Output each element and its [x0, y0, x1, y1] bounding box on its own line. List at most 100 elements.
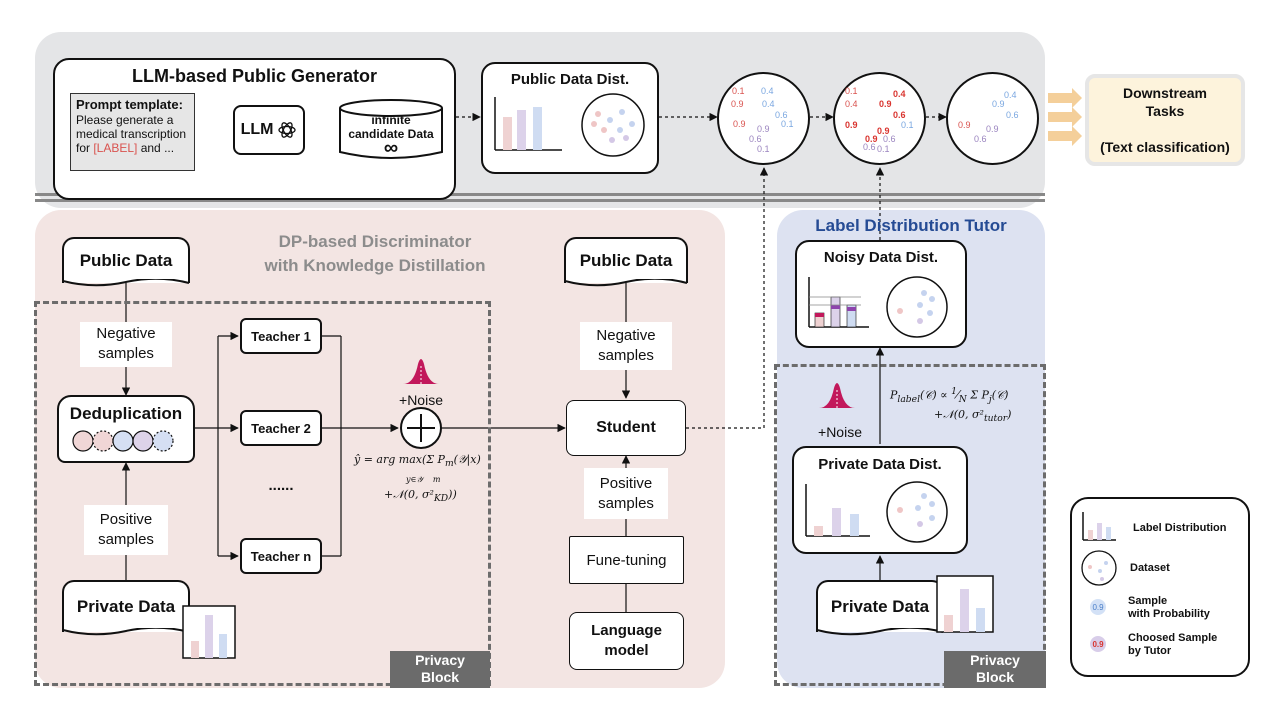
- negative-samples-label-right: [580, 322, 672, 370]
- teacher-1-box: Teacher 1: [240, 318, 322, 354]
- sample-probability-label: 0.9: [733, 119, 746, 129]
- candidate-line-2: candidate Data: [348, 127, 434, 141]
- public-data-doc-wave-left: [62, 279, 190, 287]
- kd-formula: ŷ = arg max(Σ Pm(𝒴|x) y∈𝒴 m +𝒩(0, σ²KD)): [354, 453, 481, 505]
- public-data-label-right: Public Data: [579, 251, 673, 270]
- llm-label: LLM: [240, 121, 274, 138]
- noisy-data-dist-chart: [808, 277, 869, 328]
- teacher-2-box: Teacher 2: [240, 410, 322, 446]
- sample-probability-label: 0.9: [877, 126, 890, 136]
- sample-probability-label: 0.9: [757, 124, 770, 134]
- teacher-1-label: Teacher 1: [251, 328, 311, 344]
- sample-probability-label: 0.1: [901, 120, 914, 130]
- prompt-template-box: Prompt template: Please generate a medic…: [70, 93, 195, 171]
- noisy-data-dist-title: Noisy Data Dist.: [823, 249, 939, 266]
- generator-title: LLM-based Public Generator: [131, 66, 378, 86]
- sample-probability-label: 0.6: [974, 134, 987, 144]
- sample-probability-label: 0.9: [865, 134, 878, 144]
- sample-probability-label: 0.9: [992, 99, 1005, 109]
- negative-samples-label-left: [80, 322, 172, 367]
- dp-title-line-1: DP-based Discriminator: [278, 232, 472, 251]
- public-data-dataset-icon: [581, 93, 645, 157]
- tutor-formula: Plabel(𝒞) ∝ 1⁄N Σ Pj(𝒞) +𝒩(0, σ²tutor): [890, 386, 1012, 425]
- negative-samples-text-left: Negative samples: [96, 325, 156, 362]
- teacher-n-label: Teacher n: [250, 548, 312, 564]
- selected-samples-circle: [946, 72, 1039, 165]
- sample-probability-label: 0.9: [731, 99, 744, 109]
- student-label: Student: [596, 419, 656, 436]
- gaussian-noise-icon: [403, 359, 439, 384]
- sample-probability-label: 0.6: [1006, 110, 1019, 120]
- private-data-dist-chart: [805, 484, 870, 537]
- dp-noise-label: +Noise: [399, 392, 443, 408]
- dp-title-line-2: with Knowledge Distillation: [264, 256, 486, 275]
- positive-samples-text-left: Positive samples: [98, 511, 154, 548]
- legend-chosen-text: Choosed Sample by Tutor: [1128, 632, 1218, 657]
- legend-label-dist-text: Label Distribution: [1133, 522, 1227, 534]
- sample-probability-label: 0.1: [732, 86, 745, 96]
- fine-tuning-box: Fune-tuning: [569, 536, 684, 584]
- legend-sample-value: 0.9: [1092, 603, 1104, 612]
- tutor-privacy-block-label: Privacy Block: [944, 651, 1046, 688]
- public-data-doc-wave-right: [564, 279, 688, 287]
- sample-probability-label: 0.6: [863, 142, 876, 152]
- prompt-label-placeholder: [LABEL]: [93, 141, 138, 155]
- sample-probability-label: 0.4: [845, 99, 858, 109]
- private-data-dataset-icon: [886, 481, 948, 543]
- openai-logo-icon: [278, 122, 297, 138]
- separator-line: [35, 193, 1045, 196]
- sample-probability-label: 0.4: [761, 86, 774, 96]
- infinity-symbol: ∞: [383, 137, 399, 159]
- legend-label-dist-icon: [1082, 512, 1116, 541]
- positive-samples-label-left: [84, 505, 168, 555]
- tutor-privacy-block-border: [774, 364, 1046, 686]
- legend-sample-text: Sample with Probability: [1128, 595, 1210, 620]
- llm-box: LLM: [233, 105, 305, 155]
- downstream-line-2: Tasks: [1145, 103, 1185, 119]
- private-data-dist-title: Private Data Dist.: [818, 456, 942, 473]
- teacher-ellipsis: ......: [268, 477, 294, 494]
- prompt-title: Prompt template:: [76, 97, 183, 112]
- dp-privacy-block-border: [34, 301, 491, 686]
- noisy-data-dataset-icon: [886, 276, 948, 338]
- sample-probability-label: 0.4: [1004, 90, 1017, 100]
- sample-probability-label: 0.1: [781, 119, 794, 129]
- sample-probability-label: 0.9: [958, 120, 971, 130]
- private-data-label-right: Private Data: [830, 597, 930, 616]
- positive-samples-label-right: [584, 468, 668, 519]
- private-data-doc-right: Private Data: [816, 580, 944, 632]
- private-data-dist-chart-left: [182, 605, 236, 659]
- dp-privacy-block-label: Privacy Block: [390, 651, 490, 688]
- sample-probability-label: 0.9: [879, 99, 892, 109]
- public-data-dist-chart: [494, 97, 562, 151]
- sample-probability-label: 0.4: [762, 99, 775, 109]
- private-data-label-left: Private Data: [76, 597, 176, 616]
- downstream-tasks-box: [1085, 74, 1245, 166]
- teacher-n-box: Teacher n: [240, 538, 322, 574]
- legend-dataset-icon: [1081, 550, 1117, 586]
- deduplication-label: Deduplication: [69, 404, 183, 423]
- sample-probability-label: 0.6: [893, 110, 906, 120]
- negative-samples-text-right: Negative samples: [596, 327, 656, 364]
- private-data-doc-wave-left: [62, 628, 190, 636]
- prompt-line-3a: for: [76, 141, 94, 155]
- language-model-label: Language model: [591, 622, 662, 659]
- private-data-dist-chart-right: [936, 575, 994, 633]
- sample-probability-label: 0.1: [757, 144, 770, 154]
- public-data-dist-title: Public Data Dist.: [510, 71, 630, 88]
- prompt-line-3b: and ...: [137, 141, 175, 155]
- language-model-box: Language model: [569, 612, 684, 670]
- downstream-line-3: (Text classification): [1100, 139, 1230, 155]
- sample-probability-label: 0.1: [877, 144, 890, 154]
- sample-probability-label: 0.4: [893, 89, 906, 99]
- tutor-scored-samples-circle: [833, 72, 926, 165]
- public-data-doc-left: Public Data: [62, 237, 190, 283]
- sample-probability-label: 0.1: [845, 86, 858, 96]
- candidate-data-database-icon: [339, 99, 443, 159]
- candidate-line-1: infinite: [371, 113, 411, 127]
- separator-line-2: [35, 199, 1045, 202]
- teacher-2-label: Teacher 2: [251, 420, 311, 436]
- tutor-gaussian-noise-icon: [819, 383, 855, 408]
- deduplication-box: [57, 395, 195, 463]
